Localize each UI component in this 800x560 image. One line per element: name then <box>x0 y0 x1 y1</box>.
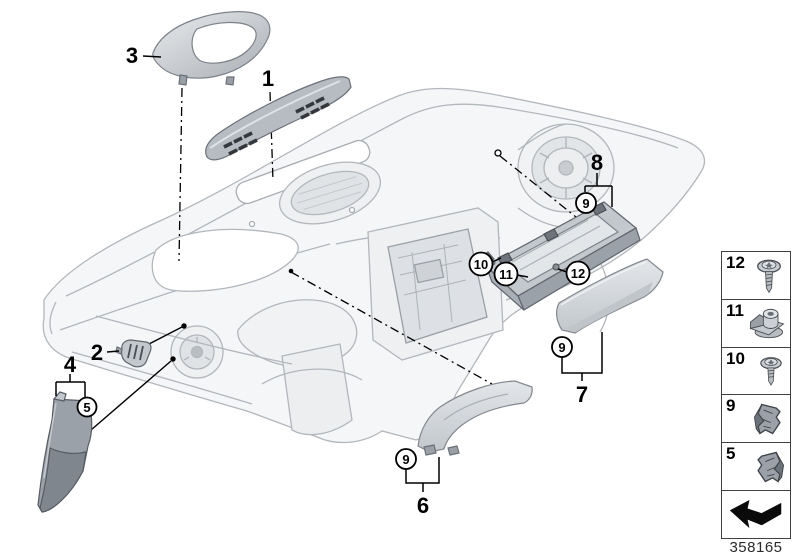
part-4-side-panel-drawing <box>37 391 93 513</box>
leader-fastener-10 <box>491 257 502 263</box>
part-6-trim-strip-drawing <box>417 380 533 456</box>
callout-label-7[interactable]: 7 <box>576 382 588 407</box>
spring-clip-icon <box>753 403 781 435</box>
callout-label-4[interactable]: 4 <box>64 352 77 377</box>
legend-row-9[interactable]: 9 <box>722 394 790 442</box>
bracket-part-6 <box>405 457 440 492</box>
svg-text:5: 5 <box>83 400 90 415</box>
callout-label-3[interactable]: 3 <box>126 43 138 68</box>
bracket-part-4 <box>55 374 86 397</box>
svg-text:9: 9 <box>558 340 565 355</box>
clip-nut-icon <box>749 309 785 339</box>
circled-callout-11[interactable]: 11 <box>493 261 519 287</box>
attachment-point-marker <box>494 149 502 157</box>
pointer-lines <box>90 323 187 431</box>
doc-number: 358165 <box>729 539 783 556</box>
bracket-part-2 <box>106 350 120 353</box>
legend-row-label: 11 <box>726 300 744 320</box>
legend-row-11[interactable]: 11 <box>722 298 790 347</box>
legend-row-5[interactable]: 5 <box>722 442 790 490</box>
pointer-dot-part-4 <box>170 356 176 362</box>
legend-row-label: 10 <box>726 348 745 368</box>
svg-text:12: 12 <box>571 266 585 281</box>
circled-callout-9-c[interactable]: 9 <box>395 448 417 470</box>
svg-text:10: 10 <box>474 257 488 272</box>
bracket-part-3 <box>142 55 162 58</box>
attachment-point-dot <box>288 268 294 274</box>
callout-bracket-lines <box>55 55 613 492</box>
circled-callout-10[interactable]: 10 <box>468 251 494 277</box>
leader-fastener-11 <box>516 274 529 278</box>
bracket-part-7 <box>561 332 603 381</box>
svg-text:11: 11 <box>499 267 513 282</box>
leader-fastener-12 <box>557 268 568 273</box>
circled-callout-5[interactable]: 5 <box>76 396 98 418</box>
circled-callout-9-b[interactable]: 9 <box>551 336 573 358</box>
direction-arrow-icon <box>729 499 782 528</box>
part-1-vent-grille-drawing <box>205 76 352 161</box>
legend-row-10[interactable]: 10 <box>722 346 790 395</box>
circled-callout-12[interactable]: 12 <box>565 260 591 286</box>
callout-label-8[interactable]: 8 <box>591 150 603 175</box>
callout-label-2[interactable]: 2 <box>91 340 103 365</box>
svg-text:9: 9 <box>582 196 589 211</box>
legend-row-label: 9 <box>726 396 736 416</box>
pointer-line-part-4 <box>90 360 172 431</box>
callout-label-6[interactable]: 6 <box>417 493 429 518</box>
leader-line-part-8 <box>499 155 577 218</box>
pointer-dot-part-2 <box>181 323 187 329</box>
callout-label-1[interactable]: 1 <box>262 66 274 91</box>
legend-panel: 12 11 10 9 <box>721 251 791 539</box>
circled-callout-9-a[interactable]: 9 <box>575 192 597 214</box>
spring-clip-icon <box>757 451 785 483</box>
legend-arrow-row[interactable] <box>722 490 790 538</box>
pointer-line-part-2 <box>148 326 183 345</box>
leader-line-part-6 <box>290 271 493 385</box>
svg-text:9: 9 <box>402 452 409 467</box>
legend-row-12[interactable]: 12 <box>722 252 790 299</box>
part-3-trim-ring-drawing <box>152 11 271 86</box>
screw-washer-icon <box>760 357 782 386</box>
bracket-part-8 <box>584 173 613 207</box>
legend-row-label: 12 <box>726 253 745 272</box>
legend-row-label: 5 <box>726 444 736 464</box>
instrument-panel-drawing <box>42 87 706 444</box>
screw-washer-icon <box>757 259 781 294</box>
part-7-trim-panel-drawing <box>556 258 664 334</box>
